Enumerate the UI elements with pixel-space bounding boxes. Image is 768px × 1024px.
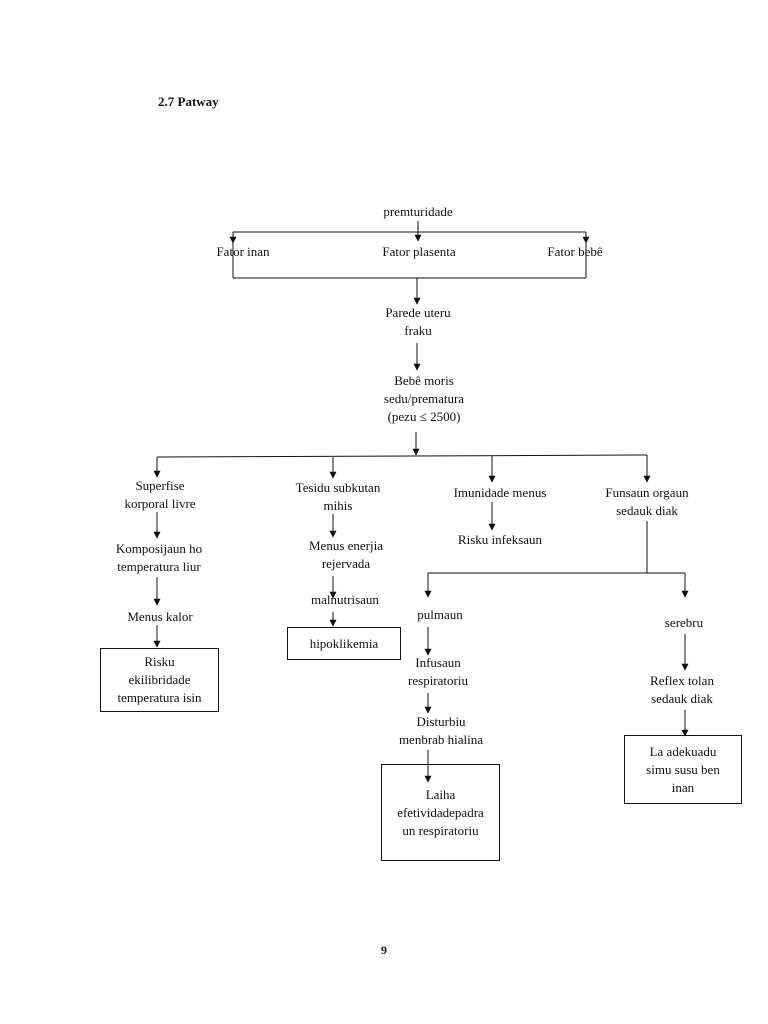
node-risku-ekilibridade: Risku ekilibridade temperatura isin — [100, 648, 219, 712]
node-infusaun: Infusaun respiratoriu — [358, 654, 518, 690]
node-fator-inan: Fator inan — [163, 243, 323, 261]
node-line: un respiratoriu — [402, 822, 479, 838]
node-hipoklikemia: hipoklikemia — [287, 627, 401, 660]
node-line: fraku — [404, 323, 432, 338]
node-line: Risku infeksaun — [457, 532, 543, 547]
node-reflex: Reflex tolan sedauk diak — [602, 672, 762, 708]
node-line: simu susu ben — [646, 761, 720, 777]
node-line: Reflex tolan — [650, 673, 714, 688]
node-line: rejervada — [321, 556, 371, 571]
node-pulmaun: pulmaun — [360, 606, 520, 624]
node-line: premturidade — [383, 204, 453, 219]
node-line: Fator plasenta — [382, 244, 456, 259]
node-disturbiu: Disturbiu menbrab hialina — [361, 713, 521, 749]
node-adekuadu: La adekuadu simu susu ben inan — [624, 735, 742, 804]
node-line: pulmaun — [417, 607, 463, 622]
node-line: Laiha — [425, 786, 456, 802]
node-line: serebru — [664, 615, 704, 630]
node-line: menbrab hialina — [398, 732, 484, 747]
node-line: sedu/prematura — [383, 391, 465, 406]
node-line: Fator bebê — [547, 244, 603, 259]
node-superfise: Superfise korporal livre — [80, 477, 240, 513]
node-serebru: serebru — [604, 614, 764, 632]
node-line: korporal livre — [124, 496, 196, 511]
node-line: Komposijaun ho — [115, 541, 203, 556]
node-menus-kalor: Menus kalor — [80, 608, 240, 626]
node-line: malnutrisaun — [311, 592, 379, 607]
node-fator-bebe: Fator bebê — [495, 243, 655, 261]
section-heading: 2.7 Patway — [158, 94, 219, 109]
node-line: La adekuadu — [649, 743, 717, 759]
node-line: Tesidu subkutan — [295, 480, 381, 495]
node-line: Risku — [144, 654, 175, 669]
node-bebe-moris: Bebê moris sedu/prematura (pezu ≤ 2500) — [344, 372, 504, 426]
node-line: mihis — [323, 498, 353, 513]
node-line: Funsaun orgaun — [605, 485, 689, 500]
node-line: sedauk diak — [616, 503, 678, 518]
node-line: (pezu ≤ 2500) — [387, 409, 461, 424]
node-line: Bebê moris — [394, 373, 454, 388]
branch-line — [156, 454, 648, 458]
node-imunidade: Imunidade menus — [420, 484, 580, 502]
node-line: sedauk diak — [651, 691, 713, 706]
node-line: Disturbiu — [416, 714, 466, 729]
node-line: Fator inan — [216, 244, 270, 259]
node-line: hipoklikemia — [309, 635, 379, 651]
node-line: temperatura isin — [117, 690, 202, 705]
node-tesidu: Tesidu subkutan mihis — [258, 479, 418, 515]
page-number: 9 — [381, 943, 387, 957]
node-laiha: Laiha efetividadepadra un respiratoriu — [381, 764, 500, 861]
node-line: respiratoriu — [408, 673, 468, 688]
node-line: Superfise — [135, 478, 185, 493]
node-line: Parede uteru — [385, 305, 451, 320]
node-line: Infusaun — [415, 655, 461, 670]
node-menus-enerjia: Menus enerjia rejervada — [266, 537, 426, 573]
connector-lines — [153, 221, 689, 783]
node-line: Menus enerjia — [308, 538, 383, 553]
node-line: Menus kalor — [127, 609, 193, 624]
node-premturidade: premturidade — [338, 203, 498, 221]
node-risku-infeksaun: Risku infeksaun — [420, 531, 580, 549]
node-line: efetividadepadra — [397, 804, 484, 820]
node-funsaun: Funsaun orgaun sedauk diak — [567, 484, 727, 520]
node-line: temperatura liur — [117, 559, 201, 574]
node-malnutrisaun: malnutrisaun — [265, 591, 425, 609]
node-parede-uteru: Parede uteru fraku — [338, 304, 498, 340]
node-fator-plasenta: Fator plasenta — [339, 243, 499, 261]
node-komposijaun: Komposijaun ho temperatura liur — [79, 540, 239, 576]
node-line: ekilibridade — [128, 672, 191, 687]
node-line: Imunidade menus — [453, 485, 547, 500]
node-line: inan — [671, 779, 695, 795]
